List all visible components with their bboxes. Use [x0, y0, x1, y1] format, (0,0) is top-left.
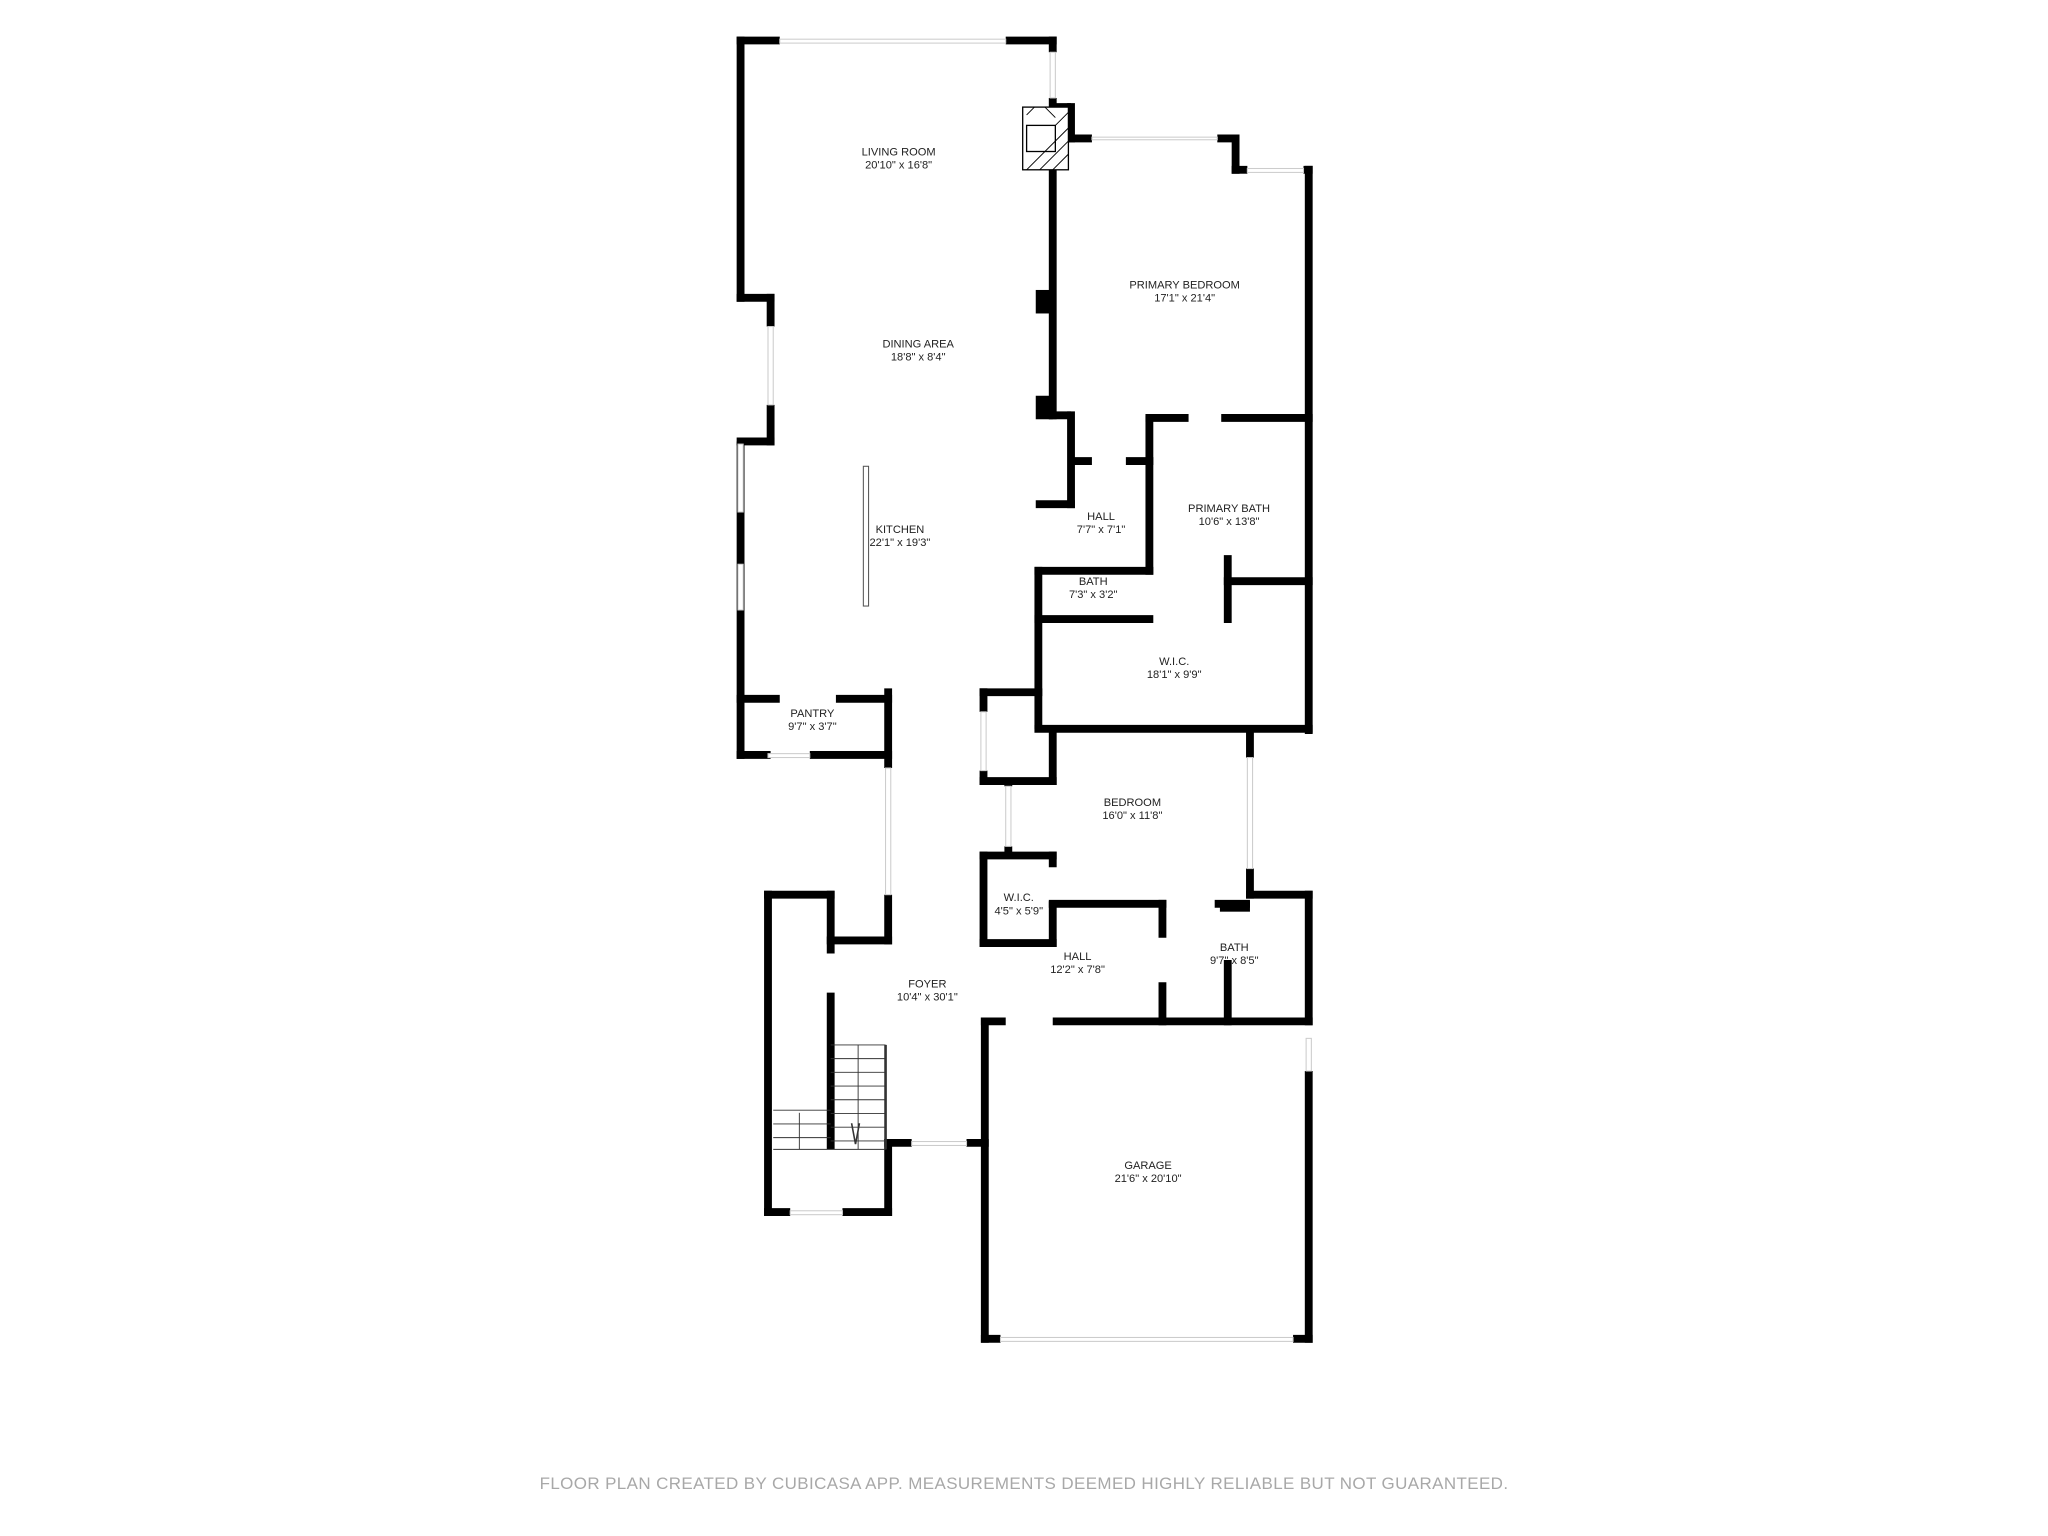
windows	[737, 38, 1312, 1342]
room-size: 4'5" x 5'9"	[995, 905, 1044, 917]
room-name: DINING AREA	[882, 338, 954, 350]
room-size: 16'0" x 11'8"	[1102, 810, 1162, 822]
room-size: 9'7" x 3'7"	[788, 721, 837, 733]
window	[737, 563, 744, 611]
room-name: HALL	[1064, 951, 1092, 963]
window	[911, 1141, 968, 1146]
room-name: W.I.C.	[1004, 892, 1034, 904]
stair-line	[854, 1123, 861, 1145]
room-name: PRIMARY BEDROOM	[1129, 280, 1240, 292]
window	[767, 326, 774, 406]
room-size: 7'7" x 7'1"	[1077, 524, 1126, 536]
window	[1049, 51, 1056, 99]
window	[980, 711, 987, 772]
window	[737, 443, 744, 513]
window	[779, 38, 1007, 44]
window	[1305, 1037, 1312, 1072]
room-name: PRIMARY BATH	[1188, 503, 1270, 515]
window	[767, 753, 811, 759]
walls	[736, 36, 1313, 1343]
room-size: 22'1" x 19'3"	[869, 537, 930, 549]
room-size: 18'1" x 9'9"	[1147, 669, 1202, 681]
room-size: 18'8" x 8'4"	[891, 351, 946, 363]
window	[1005, 785, 1012, 847]
room-name: HALL	[1087, 511, 1115, 523]
wall-pier	[1035, 395, 1053, 420]
fireplace	[1022, 106, 1070, 171]
room-name: PANTRY	[790, 708, 835, 720]
room-name: BEDROOM	[1104, 797, 1161, 809]
window	[1246, 757, 1254, 870]
room-name: FOYER	[908, 978, 946, 990]
staircase	[773, 1044, 887, 1150]
room-name: BATH	[1079, 576, 1108, 588]
room-size: 7'3" x 3'2"	[1069, 589, 1118, 601]
room-name: KITCHEN	[876, 524, 925, 536]
window	[1246, 167, 1305, 173]
room-name: W.I.C.	[1159, 656, 1189, 668]
room-size: 10'6" x 13'8"	[1199, 516, 1260, 528]
room-name: BATH	[1220, 942, 1249, 954]
room-name: LIVING ROOM	[862, 146, 936, 158]
wall-pier	[1035, 289, 1053, 314]
room-size: 9'7" x 8'5"	[1210, 955, 1259, 967]
room-size: 20'10" x 16'8"	[865, 159, 932, 171]
stair-line	[850, 1123, 857, 1145]
room-size: 12'2" x 7'8"	[1050, 964, 1105, 976]
footer-disclaimer: FLOOR PLAN CREATED BY CUBICASA APP. MEAS…	[540, 1474, 1509, 1493]
room-size: 17'1" x 21'4"	[1154, 293, 1215, 305]
kitchen-island	[862, 465, 870, 607]
room-wic-2: W.I.C.4'5" x 5'9"	[995, 892, 1044, 917]
window	[885, 767, 892, 896]
wall-pier	[1219, 901, 1250, 912]
room-wic-1: W.I.C.18'1" x 9'9"	[1147, 656, 1202, 681]
window	[1091, 136, 1218, 141]
room-name: GARAGE	[1124, 1160, 1171, 1172]
window	[789, 1210, 843, 1216]
room-size: 10'4" x 30'1"	[897, 991, 958, 1003]
window	[999, 1336, 1294, 1342]
room-size: 21'6" x 20'10"	[1115, 1173, 1182, 1185]
